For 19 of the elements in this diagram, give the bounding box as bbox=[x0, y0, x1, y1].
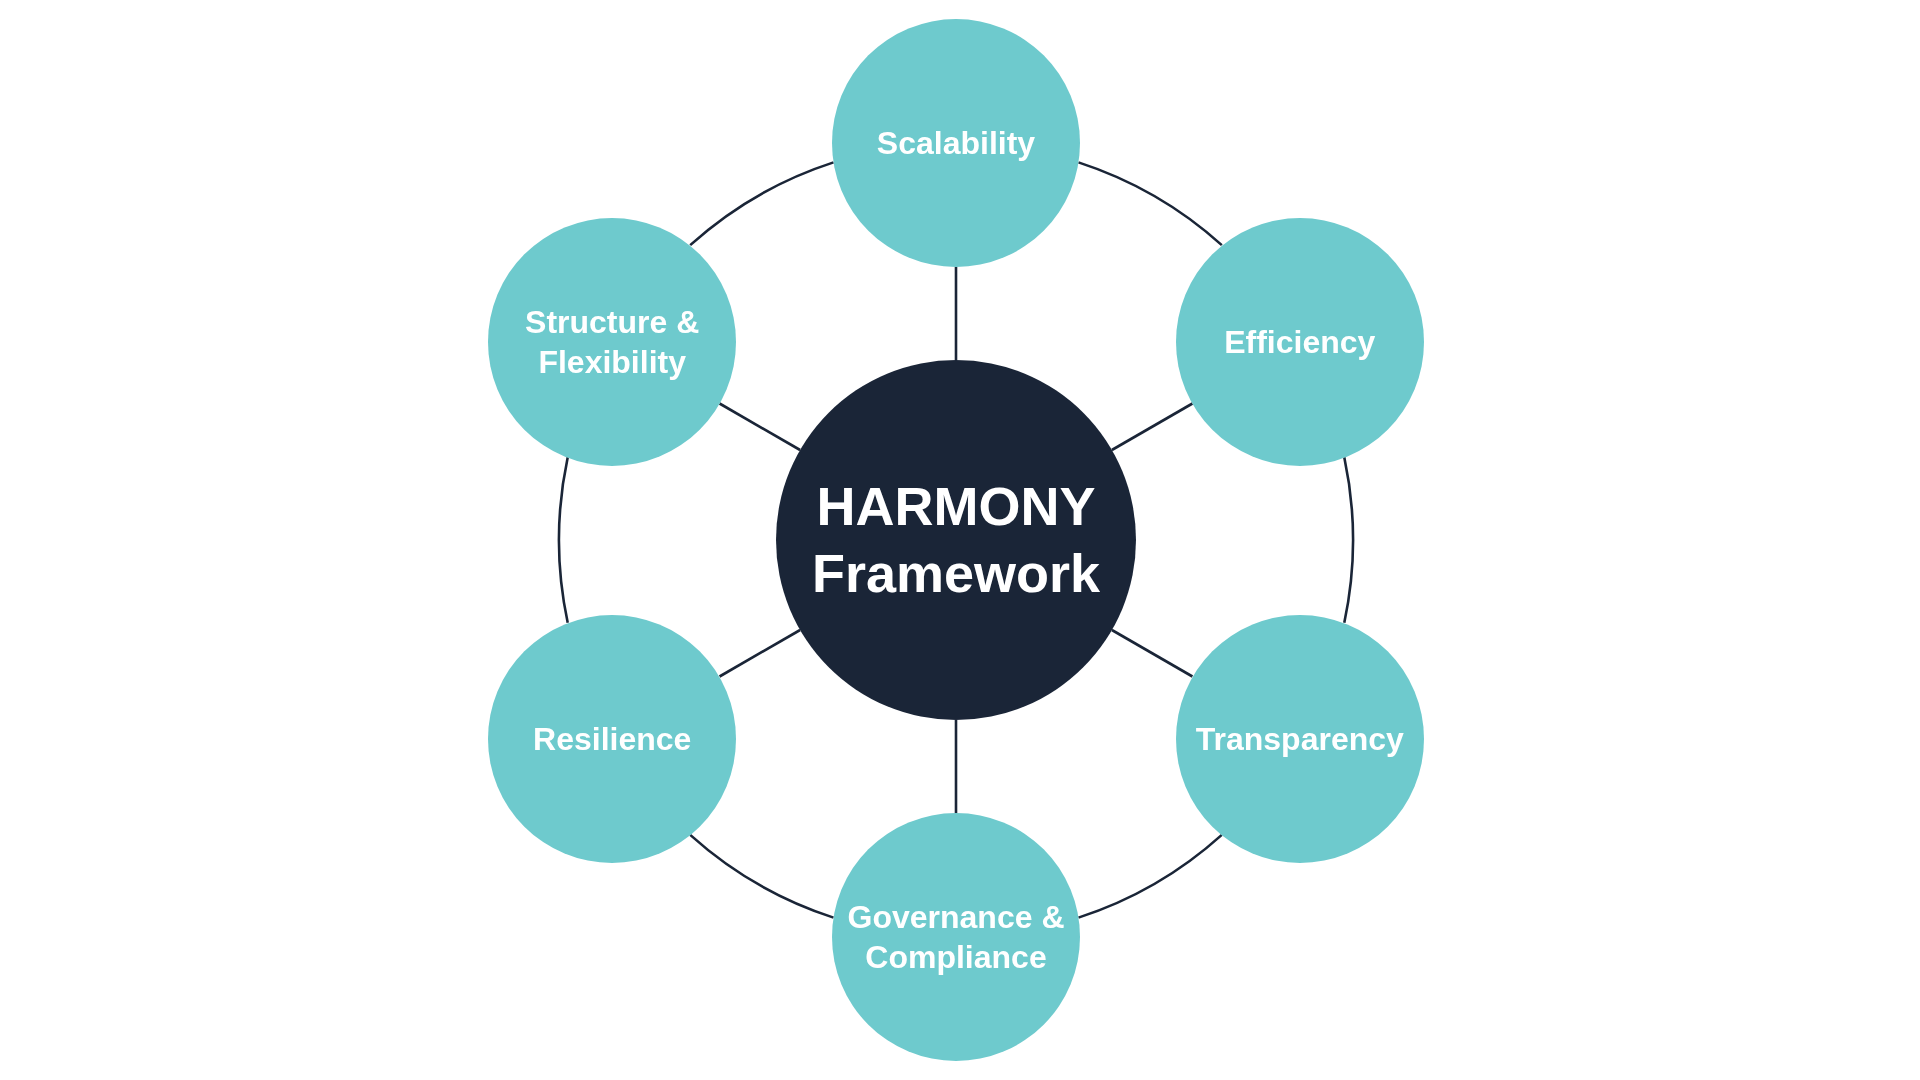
connector-line bbox=[954, 267, 958, 360]
node-label: Efficiency bbox=[1224, 322, 1376, 362]
ring-arc bbox=[557, 457, 569, 623]
connector-line bbox=[1111, 402, 1194, 452]
ring-arc bbox=[1078, 161, 1223, 247]
node-label: HARMONY Framework bbox=[810, 474, 1102, 605]
node-label: Resilience bbox=[533, 719, 692, 759]
connector-line bbox=[718, 402, 801, 452]
connector-line bbox=[718, 628, 801, 678]
ring-arc bbox=[689, 833, 834, 919]
ring-arc bbox=[689, 161, 834, 247]
connector-line bbox=[1111, 628, 1194, 678]
node-label: Structure & Flexibility bbox=[524, 302, 701, 382]
node-label: Governance & Compliance bbox=[846, 898, 1066, 977]
node-label: Transparency bbox=[1195, 719, 1404, 759]
ring-arc bbox=[1343, 457, 1355, 623]
ring-arc bbox=[1078, 833, 1223, 919]
connector-line bbox=[954, 720, 958, 813]
node-label: Scalability bbox=[876, 124, 1036, 163]
